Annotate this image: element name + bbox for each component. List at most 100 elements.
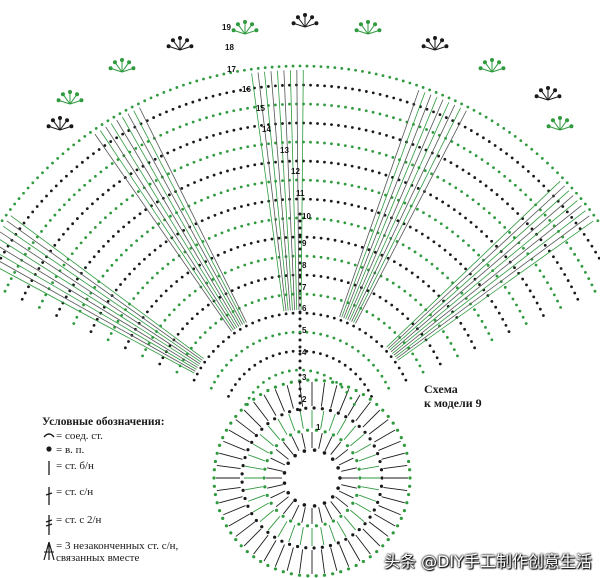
row-dot xyxy=(118,180,121,184)
row-dot xyxy=(433,318,437,322)
row-dot xyxy=(501,317,505,321)
row-dot xyxy=(253,144,257,147)
row-dot xyxy=(287,369,291,373)
row-dot xyxy=(62,232,65,236)
row-number: 17 xyxy=(227,65,236,74)
rib-stitch xyxy=(283,70,296,311)
row-dot xyxy=(344,124,347,128)
row-dot xyxy=(453,99,457,103)
rib-stitch xyxy=(0,261,196,372)
row-dot xyxy=(98,221,102,224)
ring-dot xyxy=(331,433,335,437)
picot-stem xyxy=(361,24,369,35)
row-dot xyxy=(195,312,199,316)
row-number: 6 xyxy=(302,304,307,313)
ring-stitch xyxy=(243,409,262,428)
row-dot xyxy=(128,272,132,276)
row-dot xyxy=(260,181,264,185)
row-dot xyxy=(316,84,319,87)
row-dot xyxy=(288,140,291,144)
row-dot xyxy=(274,103,277,107)
ring-dot xyxy=(357,485,361,489)
row-dot xyxy=(381,74,385,77)
row-dot xyxy=(236,245,240,249)
row-dot xyxy=(586,238,590,242)
row-dot xyxy=(264,316,268,320)
row-dot xyxy=(312,350,316,354)
row-dot xyxy=(384,153,388,157)
ring-stitch xyxy=(368,419,389,435)
row-dot xyxy=(525,222,529,226)
picot-dot xyxy=(425,38,430,43)
row-dot xyxy=(191,120,195,124)
row-dot xyxy=(340,240,344,244)
ring-dot xyxy=(221,516,225,520)
row-dot xyxy=(438,113,442,117)
ring-dot xyxy=(339,382,343,386)
row-dot xyxy=(89,130,92,134)
ring-dot xyxy=(331,572,335,576)
row-dot xyxy=(156,271,159,275)
row-dot xyxy=(27,285,30,289)
ring-stitch xyxy=(324,436,333,452)
row-dot xyxy=(173,169,177,173)
row-dot xyxy=(93,285,97,289)
spine-dot xyxy=(298,289,302,293)
ring-dot xyxy=(330,457,335,461)
picot-dot xyxy=(189,44,194,49)
row-dot xyxy=(326,314,329,318)
ring-dot xyxy=(379,484,384,488)
ring-stitch xyxy=(228,429,250,443)
row-dot xyxy=(188,294,192,297)
row-dot xyxy=(425,258,428,262)
row-dot xyxy=(212,153,216,157)
picot-dot xyxy=(569,124,574,129)
row-dot xyxy=(369,335,373,339)
ring-dot xyxy=(314,378,318,382)
row-dot xyxy=(445,226,449,230)
row-dot xyxy=(309,102,312,106)
row-dot xyxy=(219,317,223,321)
row-dot xyxy=(86,156,90,160)
row-dot xyxy=(590,244,594,248)
row-dot xyxy=(204,96,208,100)
row-dot xyxy=(232,90,236,93)
ring-stitch xyxy=(270,490,286,499)
row-dot xyxy=(169,284,173,288)
row-dot xyxy=(298,330,302,334)
row-dot xyxy=(375,340,379,344)
row-dot xyxy=(112,184,116,188)
row-dot xyxy=(370,229,373,232)
picot-dot xyxy=(56,98,61,103)
row-dot xyxy=(180,186,184,190)
row-dot xyxy=(219,191,223,195)
legend-item-dc: = ст. с/н xyxy=(42,486,217,514)
row-dot xyxy=(376,369,380,372)
row-dot xyxy=(459,321,463,325)
ring-dot xyxy=(379,468,384,472)
row-dot xyxy=(543,213,547,217)
spine-dot xyxy=(298,380,302,384)
row-dot xyxy=(411,143,415,146)
ring-dot xyxy=(239,408,243,412)
ring-stitch xyxy=(330,385,338,409)
row-dot xyxy=(92,255,96,259)
row-dot xyxy=(322,198,326,202)
row-dot xyxy=(518,309,522,313)
row-dot xyxy=(274,373,278,377)
row-dot xyxy=(434,91,438,94)
ring-dot xyxy=(378,459,382,464)
row-dot xyxy=(0,256,3,260)
row-dot xyxy=(542,184,546,188)
row-dot xyxy=(51,281,54,285)
ring-dot xyxy=(320,407,324,411)
row-dot xyxy=(22,191,25,195)
row-dot xyxy=(227,394,230,398)
row-dot xyxy=(198,138,202,142)
row-dot xyxy=(325,354,329,358)
row-dot xyxy=(458,212,462,216)
row-dot xyxy=(363,207,367,210)
row-dot xyxy=(559,305,562,309)
rib-stitch xyxy=(139,107,247,323)
row-dot xyxy=(395,307,399,311)
